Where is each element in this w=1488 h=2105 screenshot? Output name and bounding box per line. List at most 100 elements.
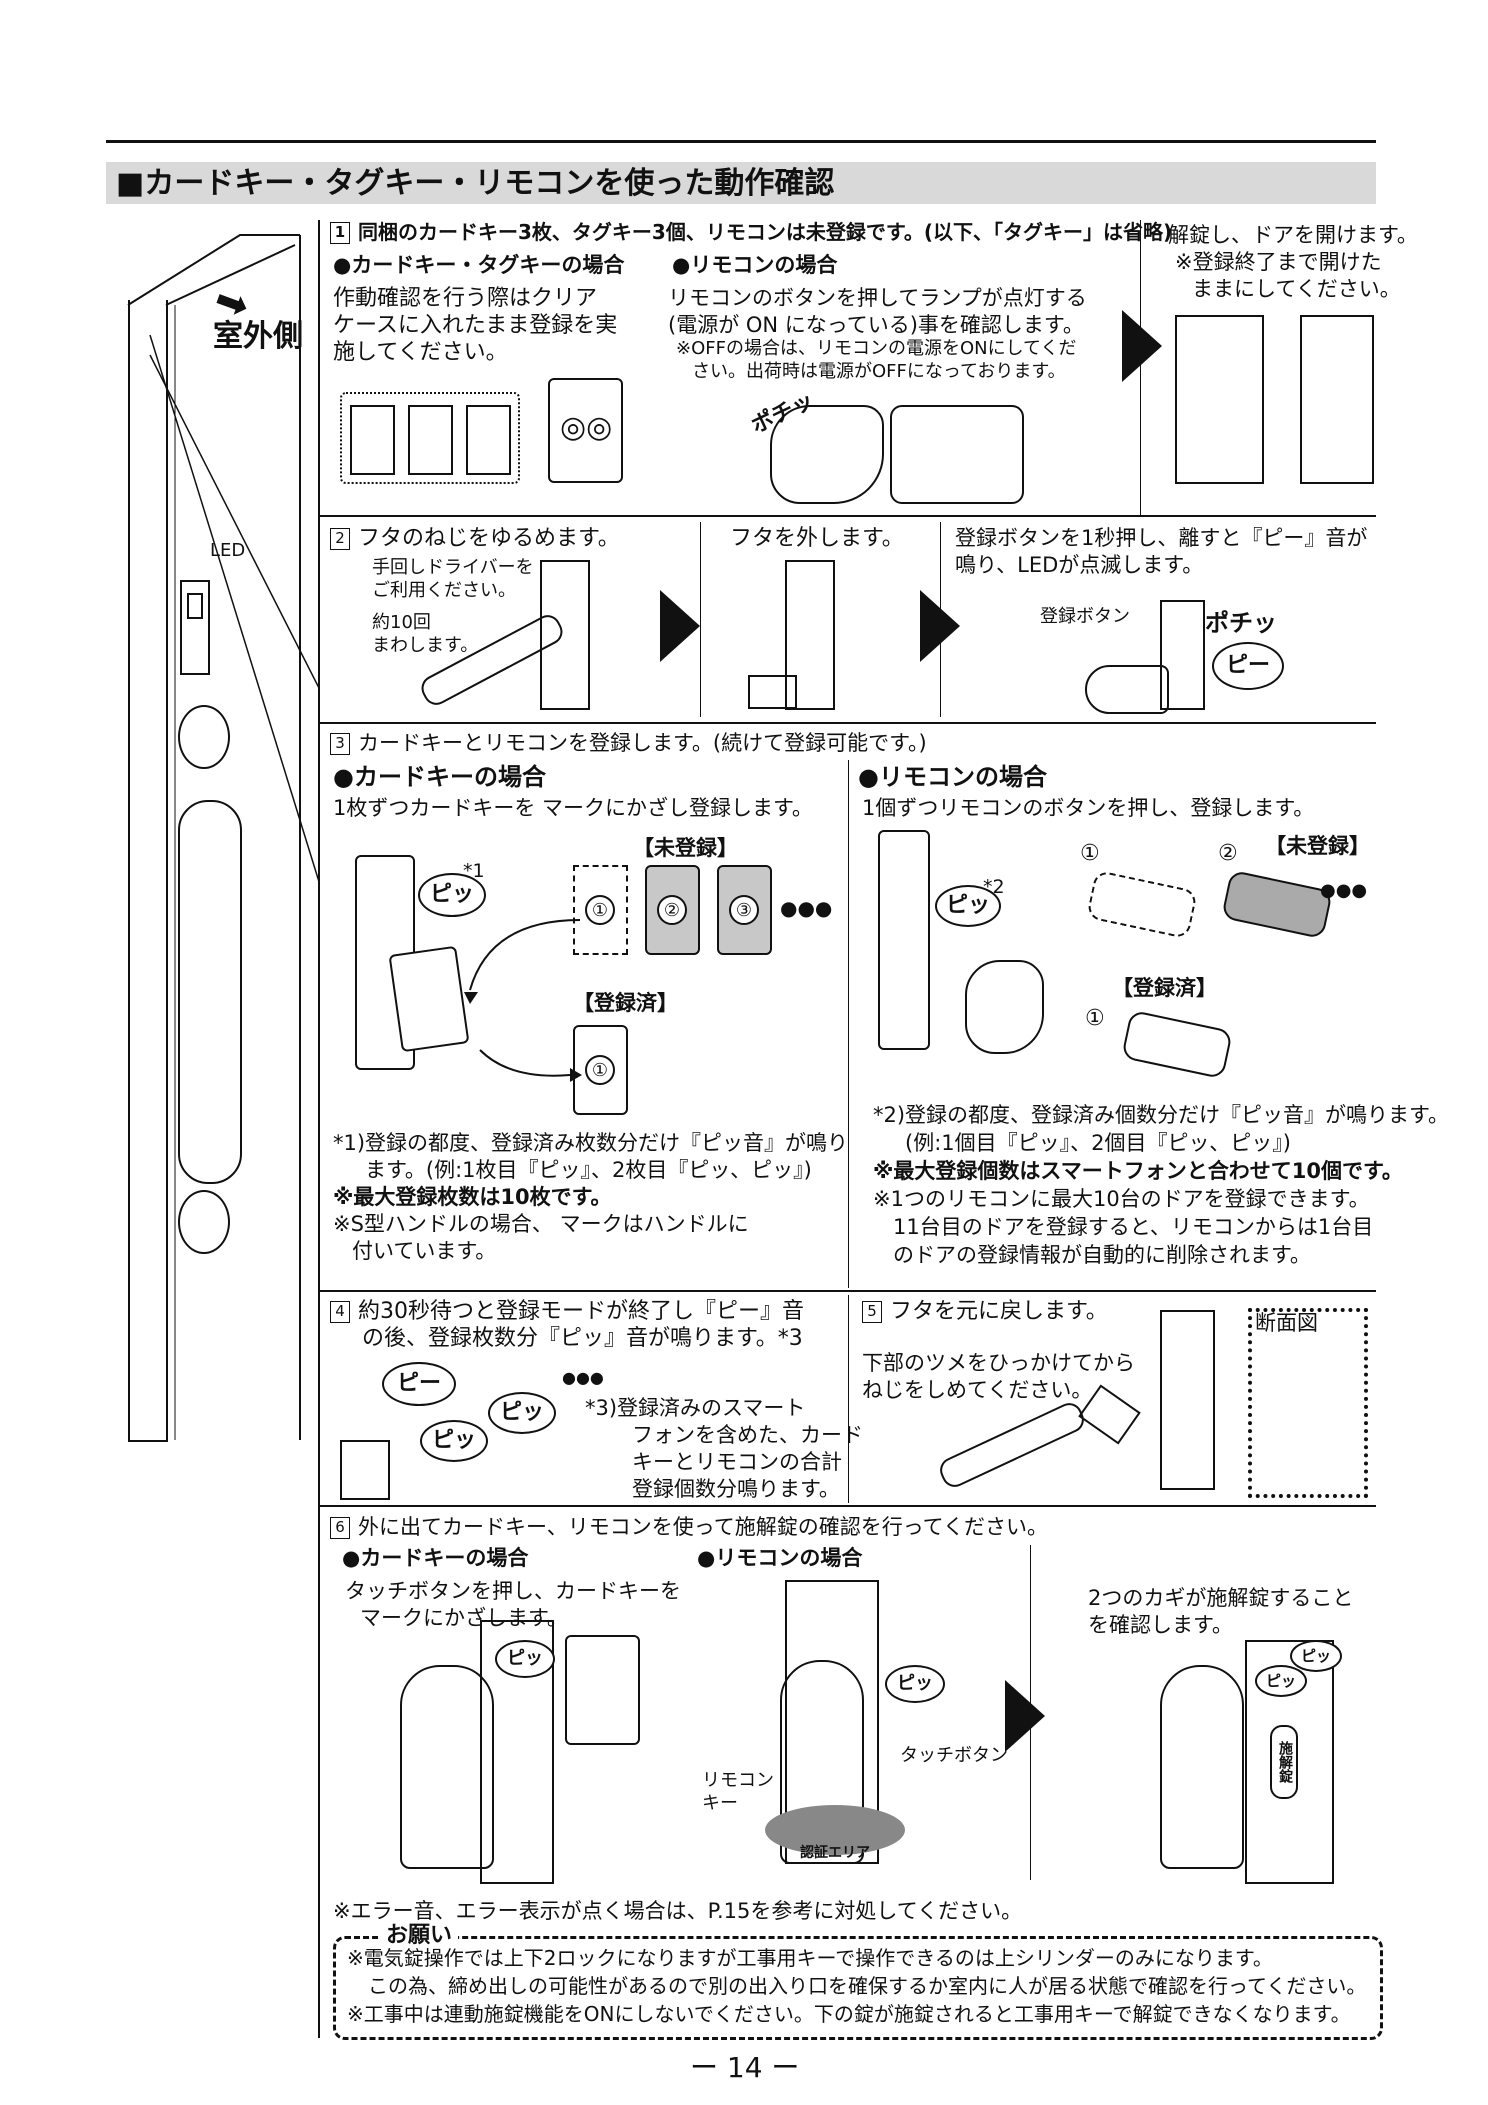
step3-star2: *2 [983, 876, 1005, 900]
step5-screwdriver-illustration [936, 1399, 1088, 1491]
led-indicator [187, 593, 203, 619]
unregistered-remote-1 [1086, 870, 1198, 940]
step1-remote-heading: ●リモコンの場合 [672, 252, 837, 278]
upper-cylinder [178, 705, 230, 769]
page-number: ー 14 ー [690, 2050, 799, 2085]
step6-right-divider [1030, 1545, 1031, 1880]
step1-right-line-1: 解錠し、ドアを開けます。 [1168, 222, 1418, 248]
step3-card-note-4: ※S型ハンドルの場合、 マークはハンドルに [333, 1211, 749, 1237]
step5-number: 5 [862, 1301, 882, 1323]
card-2 [408, 405, 453, 475]
step4-5-divider [848, 1295, 849, 1503]
step1-right-line-2: ※登録終了まで開けた [1175, 249, 1382, 275]
step1-remote-line-1: リモコンのボタンを押してランプが点灯する [668, 285, 1087, 311]
request-line-1: ※電気錠操作では上下2ロックになりますが工事用キーで操作できるのは上シリンダーの… [347, 1946, 1273, 1971]
step1-heading: 1同梱のカードキー3枚、タグキー3個、リモコンは未登録です。(以下、「タグキー」… [330, 220, 1172, 245]
step5-panel [1160, 1310, 1215, 1490]
step6-remote-pi-text: ピッ [897, 1673, 933, 1694]
step6-arrow [1005, 1680, 1045, 1752]
step4-line1: 約30秒待つと登録モードが終了し『ピー』音 [358, 1299, 804, 1324]
card-1 [350, 405, 395, 475]
step6-check-pi-text-1: ピッ [1301, 1647, 1331, 1665]
step3-card-note-5: 付いています。 [352, 1238, 496, 1264]
step2-pochi-text: ポチッ [1205, 608, 1277, 638]
step3-card-dots: ●●● [780, 896, 832, 921]
unregistered-card-2-num: ② [657, 895, 687, 925]
step1-card-line-3: 施してください。 [333, 339, 508, 367]
step2-a-panel [540, 560, 590, 710]
page-title: ■カードキー・タグキー・リモコンを使った動作確認 [116, 165, 834, 203]
auth-area-label: 認証エリア [800, 1845, 870, 1863]
step2-a-note1-line1: 手回しドライバーを [372, 557, 534, 580]
step4-line2: の後、登録枚数分『ピッ』音が鳴ります。*3 [362, 1325, 803, 1353]
step2-a-heading: 2 フタのねじをゆるめます。 [330, 525, 620, 553]
step3-remote-reader-panel [878, 830, 930, 1050]
finger-press-illustration [1085, 665, 1169, 714]
step4-pi-text-2: ピッ [432, 1428, 476, 1453]
step6-check-pi-bubble-2: ピッ [1255, 1665, 1307, 1697]
step3-card-arrows-svg [450, 900, 590, 1090]
step2-a-note2-line1: 約10回 [372, 612, 431, 635]
step3-remote-heading: ●リモコンの場合 [858, 762, 1047, 792]
step3-text: カードキーとリモコンを登録します。(続けて登録可能です。) [358, 731, 927, 755]
step1-card-heading: ●カードキー・タグキーの場合 [333, 252, 624, 278]
step6-number: 6 [330, 1517, 350, 1539]
step3-unregistered-label: 【未登録】 [633, 835, 738, 861]
step2-c-line2: 鳴り、LEDが点滅します。 [955, 552, 1203, 578]
step3-remote-note-6: のドアの登録情報が自動的に削除されます。 [893, 1242, 1311, 1268]
step4-note-1: *3)登録済みのスマート [585, 1395, 805, 1421]
touch-button-label: タッチボタン [900, 1745, 1008, 1768]
step2-divider-2 [940, 522, 941, 717]
error-note: ※エラー音、エラー表示が点く場合は、P.15を参考に対処してください。 [333, 1898, 1022, 1924]
step4-reader-panel [340, 1440, 390, 1500]
step5-text: フタを元に戻します。 [890, 1299, 1108, 1324]
lock-label-badge: 施解錠 [1270, 1725, 1298, 1799]
step3-remote-note-4: ※1つのリモコンに最大10台のドアを登録できます。 [873, 1186, 1370, 1212]
card-3 [466, 405, 511, 475]
step6-check-pi-bubble-1: ピッ [1290, 1640, 1342, 1672]
step2-a-text: フタのねじをゆるめます。 [358, 526, 620, 551]
step4-pi-bubble-1: ピッ [488, 1392, 556, 1434]
step6-card-heading: ●カードキーの場合 [342, 1545, 528, 1571]
step6-right-line2: を確認します。 [1088, 1612, 1233, 1638]
step2-b-text: フタを外します。 [730, 525, 904, 553]
step6-text: 外に出てカードキー、リモコンを使って施解錠の確認を行ってください。 [358, 1515, 1048, 1539]
step3-remote-num-2: ② [1218, 840, 1238, 868]
step6-card-pi-text: ピッ [507, 1648, 543, 1669]
remote-key-label-1: リモコン [702, 1770, 774, 1793]
step4-pi-text-1: ピッ [500, 1400, 544, 1425]
lower-cylinder [178, 1190, 230, 1254]
step2-arrow-1 [660, 590, 700, 662]
remote-closeup-illustration [890, 405, 1024, 504]
step2-a-note2-line2: まわします。 [372, 635, 478, 658]
step2-number: 2 [330, 528, 350, 550]
door-handle [178, 800, 242, 1184]
step4-note-3: キーとリモコンの合計 [632, 1449, 842, 1475]
step1-card-line-2: ケースに入れたまま登録を実 [333, 312, 617, 340]
step1-arrow [1122, 310, 1162, 382]
request-line-2: この為、締め出しの可能性があるので別の出入り口を確保するか室内に人が居る状態で確… [368, 1974, 1366, 1999]
step2-pii-bubble: ピー [1212, 642, 1284, 690]
step3-remote-dots: ●●● [1320, 880, 1367, 903]
step3-remote-note-1: *2)登録の都度、登録済み個数分だけ『ピッ音』が鳴ります。 [873, 1102, 1449, 1128]
step3-remote-num-registered: ① [1085, 1005, 1105, 1033]
unregistered-remote-2 [1221, 870, 1333, 940]
step5-heading: 5 フタを元に戻します。 [862, 1298, 1108, 1326]
remote-key-label-2: キー [702, 1793, 738, 1816]
step6-remote-heading: ●リモコンの場合 [697, 1545, 862, 1571]
step3-number: 3 [330, 733, 350, 755]
open-door-illustration [1300, 315, 1374, 484]
section-view-box [1248, 1308, 1368, 1498]
step3-remote-note-3: ※最大登録個数はスマートフォンと合わせて10個です。 [873, 1158, 1403, 1184]
outside-label: 室外側 [213, 318, 303, 356]
step6-remote-pi-bubble: ピッ [885, 1665, 945, 1703]
step4-note-2: フォンを含めた、カード [632, 1422, 863, 1448]
step4-pi-bubble-2: ピッ [420, 1420, 488, 1462]
tag-key-icon: ◎◎ [560, 410, 612, 445]
step1-remote-line-3: ※OFFの場合は、リモコンの電源をONにしてくだ [676, 338, 1077, 361]
person-check-illustration [1160, 1665, 1244, 1869]
remote-hand-illustration [770, 405, 884, 504]
step4-pii-text: ピー [397, 1371, 441, 1396]
step2-pii-text: ピー [1226, 653, 1270, 678]
step4-pii-bubble: ピー [382, 1362, 456, 1406]
